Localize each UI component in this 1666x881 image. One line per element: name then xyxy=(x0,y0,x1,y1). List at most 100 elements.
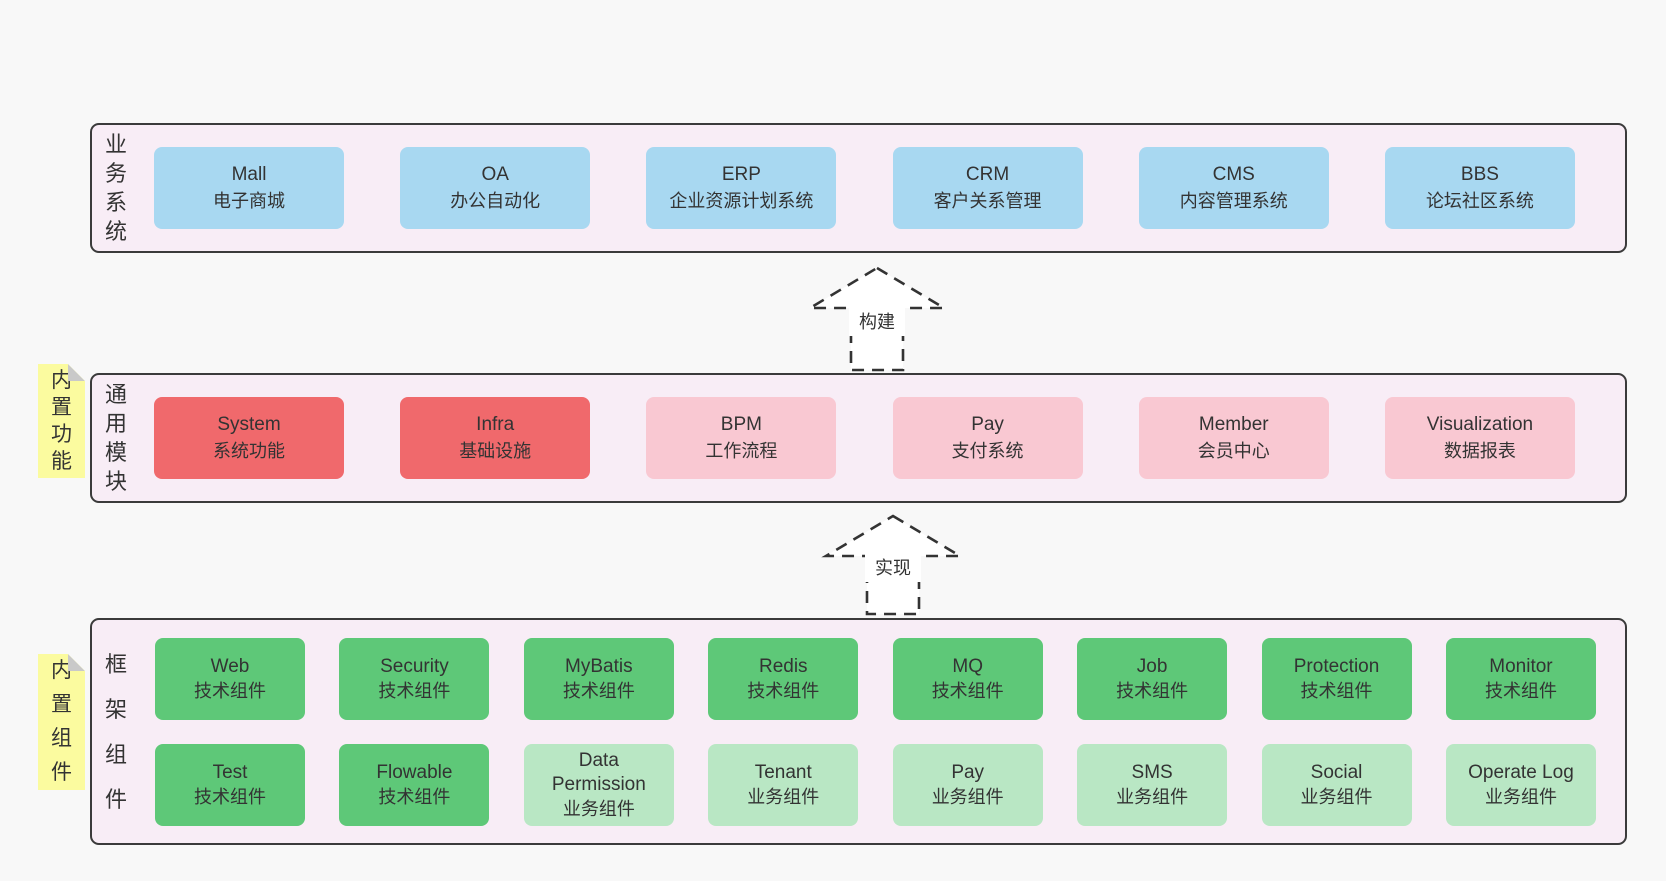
box-subtitle: 业务组件 xyxy=(1484,786,1557,807)
box-subtitle: 技术组件 xyxy=(1116,680,1189,701)
box-sms: SMS 业务组件 xyxy=(1077,743,1228,826)
box-subtitle: 技术组件 xyxy=(194,786,266,807)
box-title: Protection xyxy=(1293,655,1380,677)
note-text: 内置组件 xyxy=(51,659,72,784)
arrow-label-implement: 实现 xyxy=(865,554,921,582)
box-operate-log: Operate Log 业务组件 xyxy=(1445,743,1596,826)
box-title: Infra xyxy=(476,414,515,435)
box-subtitle: 基础设施 xyxy=(459,441,532,461)
box-subtitle: 办公自动化 xyxy=(450,191,541,211)
layer-label-text: 业务系统 xyxy=(104,132,127,244)
box-crm: CRM 客户关系管理 xyxy=(892,147,1083,229)
box-subtitle: 业务组件 xyxy=(931,786,1004,807)
box-subtitle: 工作流程 xyxy=(705,441,778,461)
box-data-permission: Data Permission 业务组件 xyxy=(523,743,674,826)
box-title: OA xyxy=(481,164,509,185)
box-subtitle: 客户关系管理 xyxy=(933,191,1042,211)
box-oa: OA 办公自动化 xyxy=(400,147,591,229)
layer-label-text: 框架组件 xyxy=(104,651,127,812)
box-title: Pay xyxy=(971,414,1004,435)
box-protection: Protection 技术组件 xyxy=(1261,637,1412,720)
box-web: Web 技术组件 xyxy=(155,637,305,720)
box-title: Operate Log xyxy=(1468,761,1574,783)
box-infra: Infra 基础设施 xyxy=(400,397,591,479)
layer-label-business-systems: 业务系统 xyxy=(103,125,129,251)
note-text: 内置功能 xyxy=(51,369,72,473)
box-redis: Redis 技术组件 xyxy=(708,637,859,720)
box-title: BPM xyxy=(720,414,762,435)
sticky-note-builtin-components: 内置组件 xyxy=(38,654,85,790)
box-title: SMS xyxy=(1131,761,1173,783)
note-fold-corner-icon xyxy=(68,654,85,671)
box-job: Job 技术组件 xyxy=(1077,637,1228,720)
box-title: Tenant xyxy=(754,761,812,783)
box-bpm: BPM 工作流程 xyxy=(646,397,837,479)
layer-label-common-modules: 通用模块 xyxy=(103,375,129,501)
box-mq: MQ 技术组件 xyxy=(892,637,1043,720)
box-subtitle: 技术组件 xyxy=(562,680,635,701)
box-subtitle: 支付系统 xyxy=(951,441,1024,461)
box-title: MQ xyxy=(952,655,983,677)
box-title: Web xyxy=(210,655,250,677)
box-mall: Mall 电子商城 xyxy=(154,147,344,229)
box-bbs: BBS 论坛社区系统 xyxy=(1384,147,1575,229)
box-subtitle: 电子商城 xyxy=(213,191,285,211)
box-pay: Pay 业务组件 xyxy=(892,743,1043,826)
box-subtitle: 数据报表 xyxy=(1443,441,1516,461)
box-subtitle: 企业资源计划系统 xyxy=(669,191,814,211)
layer-common-modules: 通用模块 System 系统功能 Infra 基础设施 BPM 工作流程 Pay 支付系统 Me… xyxy=(90,373,1627,503)
box-title: Visualization xyxy=(1426,414,1534,435)
box-subtitle: 内容管理系统 xyxy=(1179,191,1288,211)
box-subtitle: 业务组件 xyxy=(747,786,820,807)
box-cms: CMS 内容管理系统 xyxy=(1138,147,1329,229)
arrow-label-build: 构建 xyxy=(849,308,905,336)
box-title: MyBatis xyxy=(565,655,633,677)
box-subtitle: 技术组件 xyxy=(194,680,266,701)
box-title: CMS xyxy=(1212,164,1255,185)
box-subtitle: 技术组件 xyxy=(1300,680,1373,701)
box-pay: Pay 支付系统 xyxy=(892,397,1083,479)
box-test: Test 技术组件 xyxy=(155,743,305,826)
box-tenant: Tenant 业务组件 xyxy=(708,743,859,826)
box-erp: ERP 企业资源计划系统 xyxy=(646,147,837,229)
box-title: Job xyxy=(1136,655,1168,677)
box-title: Monitor xyxy=(1489,655,1553,677)
box-subtitle: 论坛社区系统 xyxy=(1425,191,1534,211)
box-subtitle: 系统功能 xyxy=(213,441,285,461)
box-subtitle: 技术组件 xyxy=(747,680,820,701)
note-fold-corner-icon xyxy=(68,364,85,381)
box-subtitle: 业务组件 xyxy=(1300,786,1373,807)
box-title: Data Permission xyxy=(551,749,646,795)
box-mybatis: MyBatis 技术组件 xyxy=(523,637,674,720)
layer-rows: Mall 电子商城 OA 办公自动化 ERP 企业资源计划系统 CRM 客户关系管理 CMS 内容… xyxy=(92,125,1625,251)
box-subtitle: 业务组件 xyxy=(1116,786,1189,807)
box-title: Test xyxy=(212,761,248,783)
box-title: CRM xyxy=(965,164,1010,185)
box-title: Security xyxy=(380,655,449,677)
box-title: Member xyxy=(1198,414,1269,435)
layer-label-framework-components: 框架组件 xyxy=(103,620,129,843)
box-title: Pay xyxy=(951,761,985,783)
box-subtitle: 技术组件 xyxy=(378,786,451,807)
box-title: Redis xyxy=(758,655,808,677)
box-visualization: Visualization 数据报表 xyxy=(1384,397,1575,479)
box-title: BBS xyxy=(1460,164,1499,185)
box-title: Flowable xyxy=(376,761,453,783)
box-title: Mall xyxy=(231,164,267,185)
box-title: ERP xyxy=(721,164,761,185)
box-subtitle: 业务组件 xyxy=(562,798,635,819)
box-title: System xyxy=(217,414,281,435)
box-subtitle: 技术组件 xyxy=(931,680,1004,701)
box-system: System 系统功能 xyxy=(154,397,344,479)
